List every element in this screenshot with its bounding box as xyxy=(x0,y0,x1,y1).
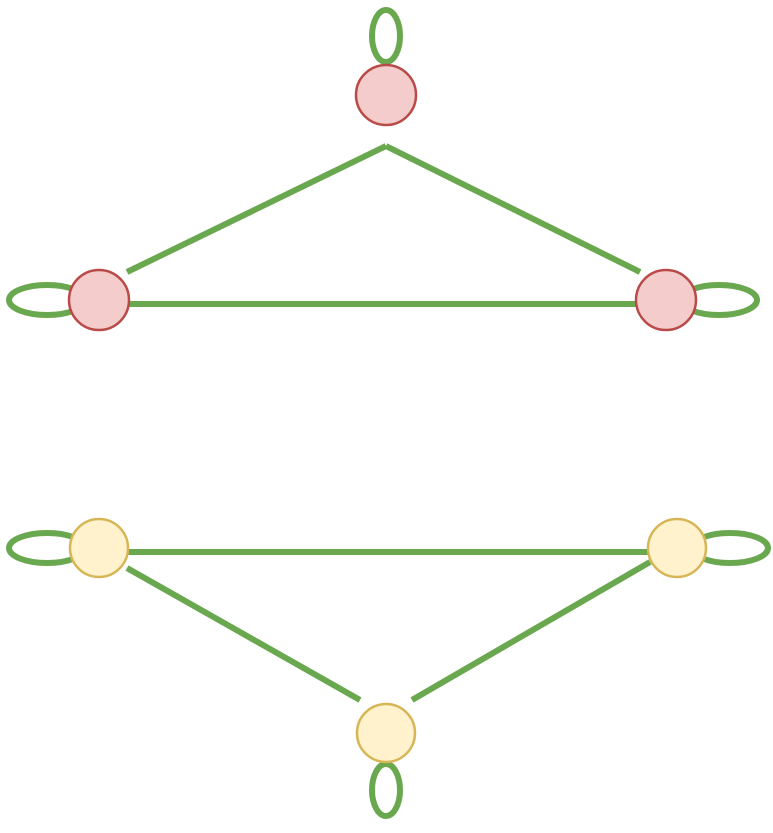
node-bottom-apex[interactable] xyxy=(355,702,417,764)
edge-bottom-right-to-apex xyxy=(410,559,652,703)
node-bottom-right[interactable] xyxy=(646,517,708,579)
node-top-apex[interactable] xyxy=(354,63,418,127)
edge-bottom-left-to-apex xyxy=(125,565,362,703)
top-triangle-graph xyxy=(6,7,760,332)
edge-top-apex-to-right xyxy=(384,143,642,275)
self-loop-top-apex xyxy=(369,7,403,65)
bottom-triangle-graph xyxy=(6,517,771,819)
node-top-left[interactable] xyxy=(67,268,131,332)
edge-top-apex-to-left xyxy=(125,143,388,275)
node-top-right[interactable] xyxy=(634,268,698,332)
self-loop-bottom-apex xyxy=(369,761,403,819)
node-bottom-left[interactable] xyxy=(68,517,130,579)
